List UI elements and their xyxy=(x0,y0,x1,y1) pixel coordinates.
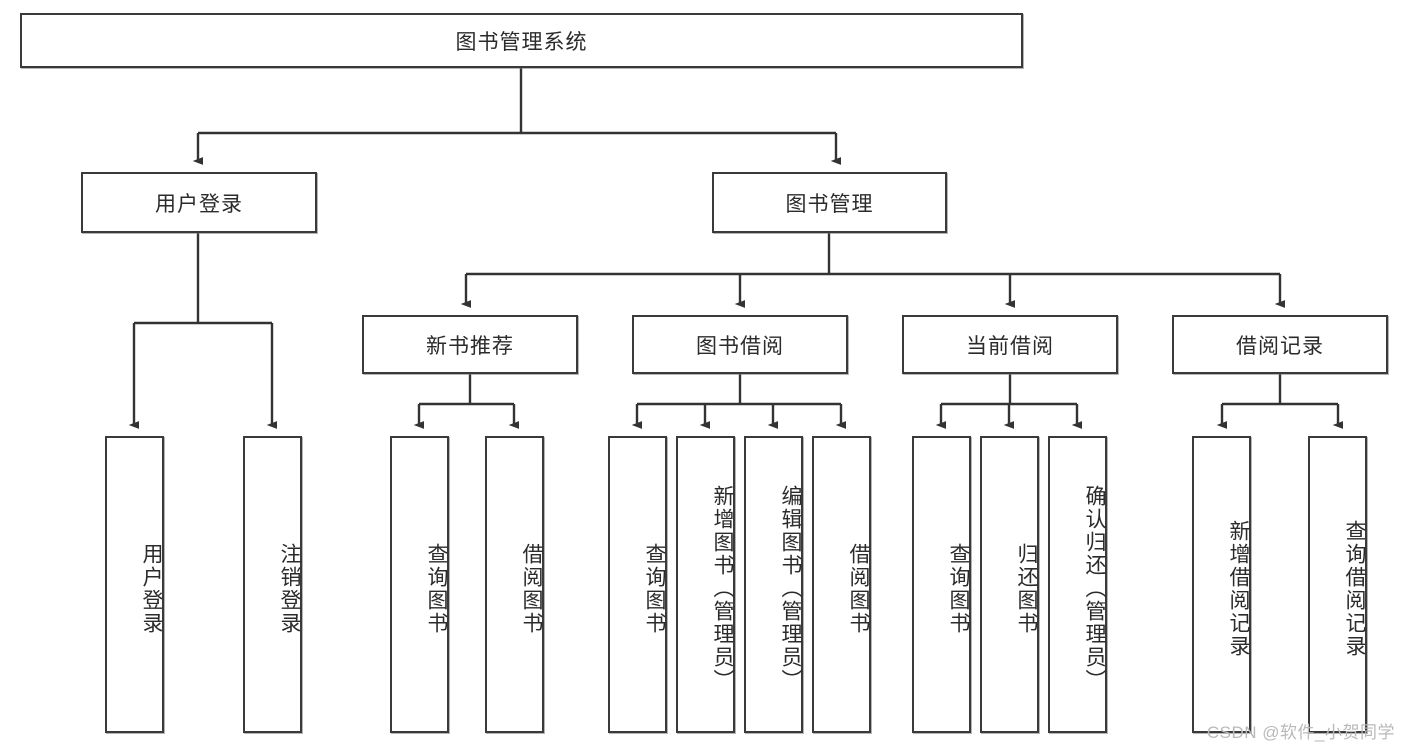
leaf-query-borrow-record[interactable]: 查询借阅记录 xyxy=(1308,436,1367,733)
leaf-query-book-recommend[interactable]: 查询图书 xyxy=(390,436,449,733)
node-label: 归还图书 xyxy=(1015,542,1038,635)
node-label: 查询图书 xyxy=(643,542,666,635)
node-label: 新增图书（管理员） xyxy=(711,485,734,692)
node-label: 注销登录 xyxy=(278,542,301,635)
node-book-management[interactable]: 图书管理 xyxy=(712,172,947,233)
node-book-borrow[interactable]: 图书借阅 xyxy=(632,315,848,374)
node-label: 编辑图书（管理员） xyxy=(779,485,802,692)
leaf-return-book[interactable]: 归还图书 xyxy=(980,436,1039,733)
node-label: 新增借阅记录 xyxy=(1227,519,1250,658)
node-root-system[interactable]: 图书管理系统 xyxy=(20,13,1023,68)
node-label: 图书借阅 xyxy=(696,334,784,358)
node-label: 查询图书 xyxy=(947,542,970,635)
node-label: 新书推荐 xyxy=(426,334,514,358)
leaf-edit-book-admin[interactable]: 编辑图书（管理员） xyxy=(744,436,803,733)
node-borrow-record[interactable]: 借阅记录 xyxy=(1172,315,1388,374)
leaf-query-book-current[interactable]: 查询图书 xyxy=(912,436,971,733)
node-label: 借阅图书 xyxy=(520,542,543,635)
node-label: 借阅图书 xyxy=(847,542,870,635)
leaf-logout[interactable]: 注销登录 xyxy=(243,436,302,733)
leaf-user-login[interactable]: 用户登录 xyxy=(105,436,164,733)
leaf-add-book-admin[interactable]: 新增图书（管理员） xyxy=(676,436,735,733)
leaf-borrow-book-recommend[interactable]: 借阅图书 xyxy=(485,436,544,733)
node-label: 查询借阅记录 xyxy=(1343,519,1366,658)
node-label: 当前借阅 xyxy=(966,334,1054,358)
node-label: 借阅记录 xyxy=(1236,334,1324,358)
leaf-borrow-book[interactable]: 借阅图书 xyxy=(812,436,871,733)
node-label: 确认归还（管理员） xyxy=(1083,485,1106,692)
node-label: 用户登录 xyxy=(155,192,243,216)
node-new-book-recommend[interactable]: 新书推荐 xyxy=(362,315,578,374)
watermark-csdn: CSDN @软件_小贺同学 xyxy=(1206,723,1395,742)
node-user-login[interactable]: 用户登录 xyxy=(81,172,317,233)
leaf-add-borrow-record[interactable]: 新增借阅记录 xyxy=(1192,436,1251,733)
node-label: 用户登录 xyxy=(140,542,163,635)
node-label: 图书管理 xyxy=(785,192,874,216)
leaf-confirm-return-admin[interactable]: 确认归还（管理员） xyxy=(1048,436,1107,733)
node-label: 查询图书 xyxy=(425,542,448,635)
leaf-query-book-borrow[interactable]: 查询图书 xyxy=(608,436,667,733)
node-current-borrow[interactable]: 当前借阅 xyxy=(902,315,1118,374)
node-label: 图书管理系统 xyxy=(455,30,588,54)
